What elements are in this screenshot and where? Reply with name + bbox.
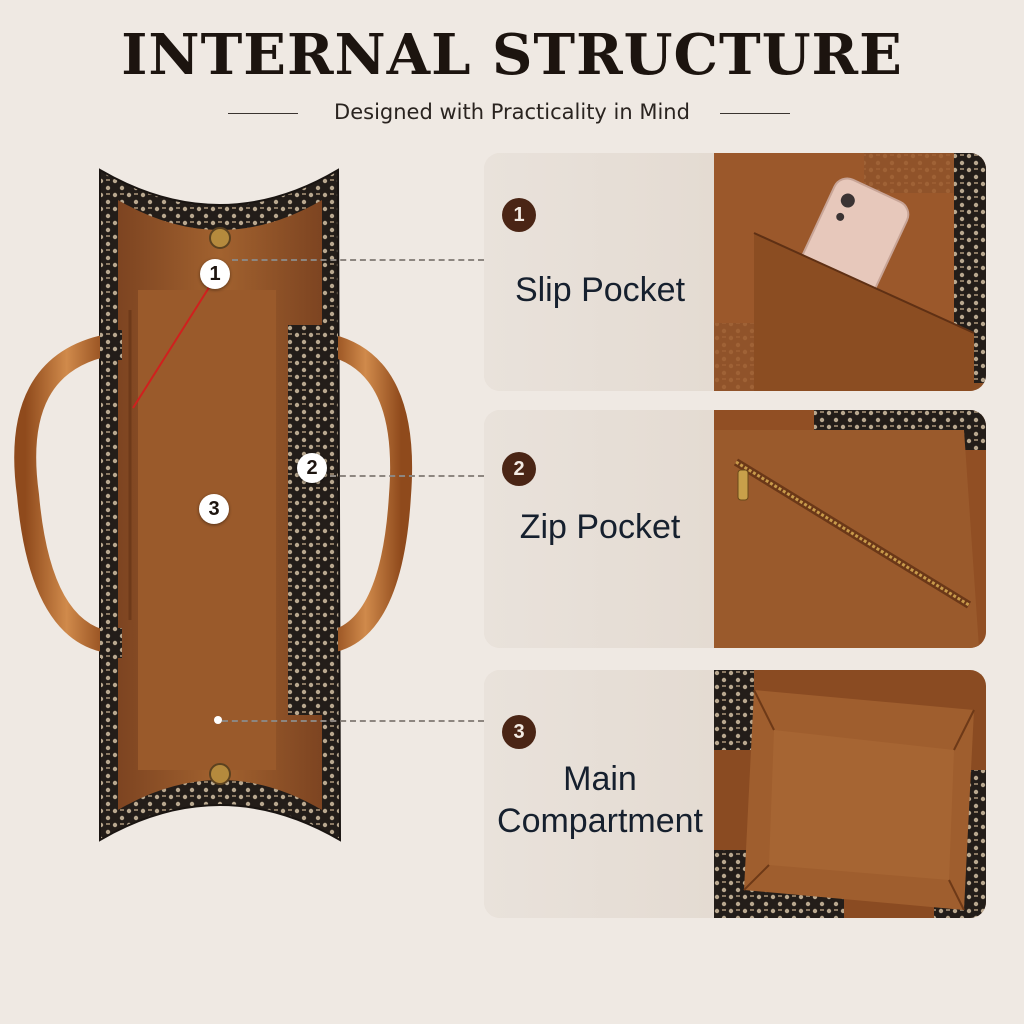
page-subtitle: Designed with Practicality in Mind (334, 100, 690, 124)
card-text-panel: 1 Slip Pocket (484, 153, 714, 391)
subtitle-rule-right (720, 113, 790, 114)
callout-bubble-1: 1 (200, 259, 230, 289)
callout-bubble-2: 2 (297, 453, 327, 483)
feature-number-badge: 1 (502, 198, 536, 232)
subtitle-row: Designed with Practicality in Mind (0, 98, 1024, 128)
callout-bubble-3: 3 (199, 494, 229, 524)
zip-pocket-photo (714, 410, 986, 648)
connector-line-1 (232, 259, 484, 261)
card-text-panel: 3 Main Compartment (484, 670, 714, 918)
feature-card-main-compartment: 3 Main Compartment (484, 670, 986, 918)
page-title: INTERNAL STRUCTURE (121, 22, 903, 88)
card-text-panel: 2 Zip Pocket (484, 410, 714, 648)
connector-line-3 (222, 720, 484, 722)
connector-line-2 (330, 475, 484, 477)
feature-card-slip-pocket: 1 Slip Pocket (484, 153, 986, 391)
feature-label: Slip Pocket (514, 271, 686, 309)
feature-card-zip-pocket: 2 Zip Pocket (484, 410, 986, 648)
main-compartment-photo (714, 670, 986, 918)
feature-number-badge: 3 (502, 715, 536, 749)
feature-label: Zip Pocket (519, 508, 681, 546)
subtitle-rule-left (228, 113, 298, 114)
slip-pocket-photo (714, 153, 986, 391)
bag-top-view-image (14, 168, 413, 842)
feature-number-badge: 2 (502, 452, 536, 486)
feature-label: Main Compartment (497, 760, 703, 840)
